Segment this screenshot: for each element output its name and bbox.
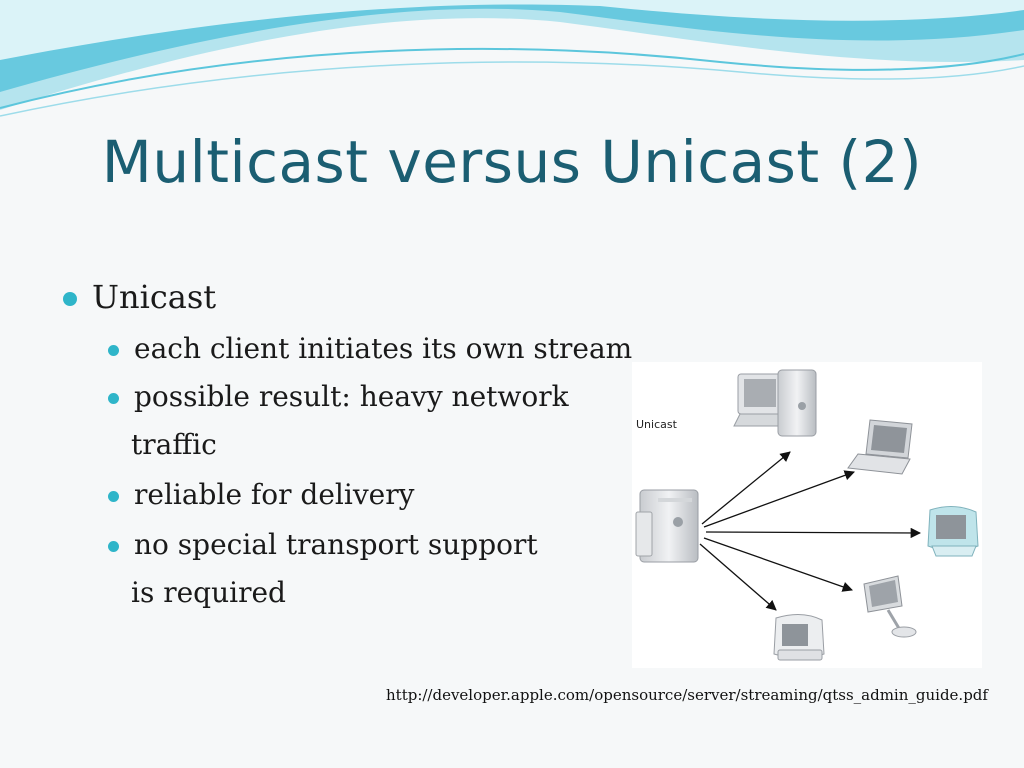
bullet-unicast: Unicast <box>63 278 217 316</box>
desktop-computer-icon <box>733 369 817 437</box>
diagram-label: Unicast <box>636 418 678 431</box>
slide-title: Multicast versus Unicast (2) <box>101 128 923 196</box>
stream-arrows <box>699 451 922 611</box>
flat-panel-imac-icon <box>863 575 917 638</box>
header-wave-decoration <box>0 0 1024 117</box>
bullet-dot-icon <box>63 292 77 306</box>
sub-bullet-text: possible result: heavy network <box>134 380 569 413</box>
bullet-text: Unicast <box>92 278 217 316</box>
sub-bullet-4: no special transport support <box>108 528 538 561</box>
sub-bullet-3: reliable for delivery <box>108 478 415 511</box>
tower-server-icon <box>635 489 699 563</box>
sub-bullet-2-continuation: traffic <box>131 428 217 461</box>
bullet-dot-icon <box>108 541 119 552</box>
sub-bullet-text: each client initiates its own stream <box>134 332 633 365</box>
sub-bullet-text: no special transport support <box>134 528 538 561</box>
source-url: http://developer.apple.com/opensource/se… <box>386 686 988 704</box>
sub-bullet-text: reliable for delivery <box>134 478 415 511</box>
sub-bullet-4-continuation: is required <box>131 576 286 609</box>
bullet-dot-icon <box>108 345 119 356</box>
bullet-dot-icon <box>108 491 119 502</box>
laptop-icon <box>847 419 913 475</box>
sub-bullet-1: each client initiates its own stream <box>108 332 633 365</box>
bullet-dot-icon <box>108 393 119 404</box>
emac-icon <box>773 614 825 661</box>
unicast-diagram: Unicast <box>632 362 982 668</box>
sub-bullet-2: possible result: heavy network <box>108 380 569 413</box>
imac-icon <box>927 506 979 557</box>
